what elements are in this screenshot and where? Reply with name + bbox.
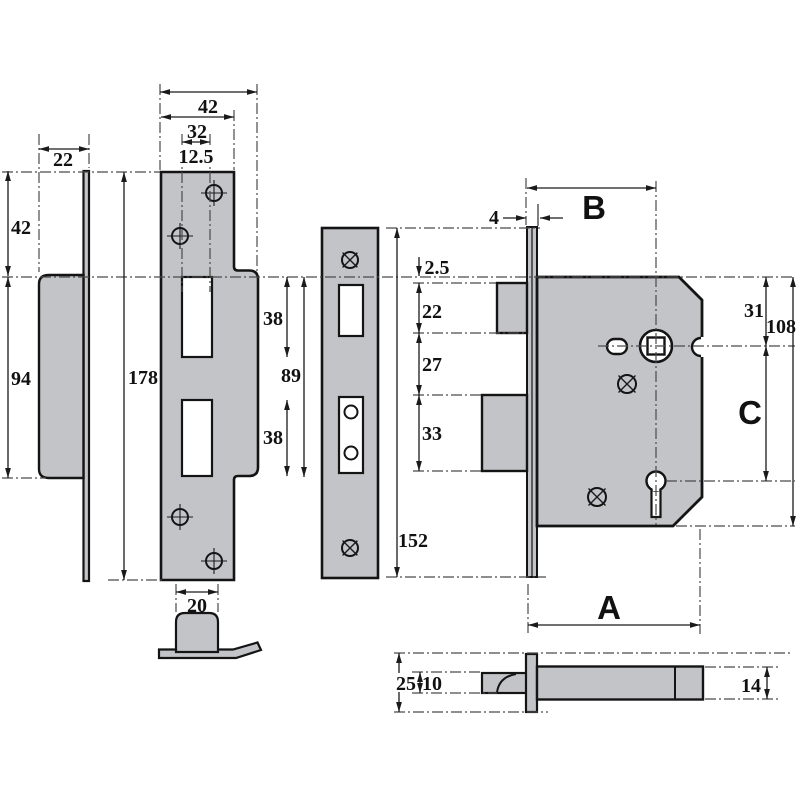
strike-plate-front-view bbox=[159, 170, 260, 582]
dim-strike-holes-extent: 89 bbox=[281, 365, 301, 387]
bolt-roller-icon bbox=[343, 404, 359, 420]
lock-case-bottom-view bbox=[480, 652, 705, 714]
dim-side-latch: 10 bbox=[422, 673, 442, 695]
dim-bolt-height: 33 bbox=[422, 423, 442, 445]
dim-strike-hole-width: 12.5 bbox=[179, 146, 214, 168]
case-side-body bbox=[535, 665, 705, 701]
strike-bolt-hole bbox=[180, 398, 214, 478]
lock-case-front-view bbox=[480, 226, 712, 578]
forend-side bbox=[524, 652, 539, 714]
case-edge-notch bbox=[690, 336, 702, 358]
strike-plate-side-view bbox=[37, 169, 91, 583]
dim-side-overall: 25 bbox=[396, 673, 416, 695]
latch-bolt bbox=[495, 281, 529, 335]
dim-strike-latch-hole: 38 bbox=[263, 308, 283, 330]
lock-case-body bbox=[535, 275, 704, 528]
latch-bolt-side bbox=[480, 671, 529, 695]
dim-spindle-from-top: 31 bbox=[744, 300, 764, 322]
case-screw-icon bbox=[617, 374, 637, 394]
faceplate-front-view bbox=[320, 226, 380, 580]
dimension-lines bbox=[5, 89, 796, 712]
dim-centres-label: C bbox=[738, 394, 762, 431]
case-screw-icon bbox=[587, 487, 607, 507]
faceplate-bolt-aperture bbox=[337, 395, 365, 475]
bolt-roller-icon bbox=[343, 445, 359, 461]
strike-plate-outline bbox=[159, 170, 260, 582]
strike-screw-hole-icon bbox=[167, 504, 193, 530]
dim-latch-height: 22 bbox=[422, 301, 442, 323]
dim-forend-thickness: 4 bbox=[489, 207, 499, 229]
keep-box bbox=[174, 611, 220, 654]
faceplate-screw-icon bbox=[341, 251, 359, 269]
dim-latch-bolt-gap: 27 bbox=[422, 354, 442, 376]
strike-screw-hole-icon bbox=[167, 223, 193, 249]
dim-case-depth-label: A bbox=[597, 589, 621, 626]
strike-keep-3d-view bbox=[157, 611, 263, 660]
faceplate-screw-icon bbox=[341, 539, 359, 557]
dim-strike-side-upper: 42 bbox=[11, 217, 31, 239]
dim-faceplate-height: 152 bbox=[398, 530, 428, 552]
dim-latch-top-gap: 2.5 bbox=[425, 257, 450, 279]
edge-notch-mask bbox=[699, 337, 712, 357]
dim-backset-label: B bbox=[582, 189, 606, 226]
dead-bolt bbox=[480, 393, 529, 473]
centerlines bbox=[2, 84, 795, 713]
dim-strike-side-width: 22 bbox=[53, 149, 73, 171]
latch-bevel-curve bbox=[496, 673, 517, 693]
dim-keep-width: 20 bbox=[187, 595, 207, 617]
dim-strike-side-keep: 94 bbox=[11, 368, 31, 390]
dimension-labels: 22 42 94 42 32 12.5 178 38 89 38 20 152 … bbox=[10, 96, 796, 697]
faceplate-latch-aperture bbox=[337, 283, 365, 338]
dim-strike-height: 178 bbox=[128, 367, 158, 389]
dim-strike-bolt-hole: 38 bbox=[263, 427, 283, 449]
strike-screw-hole-icon bbox=[201, 548, 227, 574]
dim-strike-overall-width: 42 bbox=[198, 96, 218, 118]
dim-strike-upper-width: 32 bbox=[187, 121, 207, 143]
strike-keep-box-side bbox=[37, 273, 85, 480]
dim-side-case: 14 bbox=[741, 675, 761, 697]
strike-latch-hole bbox=[180, 275, 214, 359]
dim-case-height: 108 bbox=[766, 316, 796, 338]
